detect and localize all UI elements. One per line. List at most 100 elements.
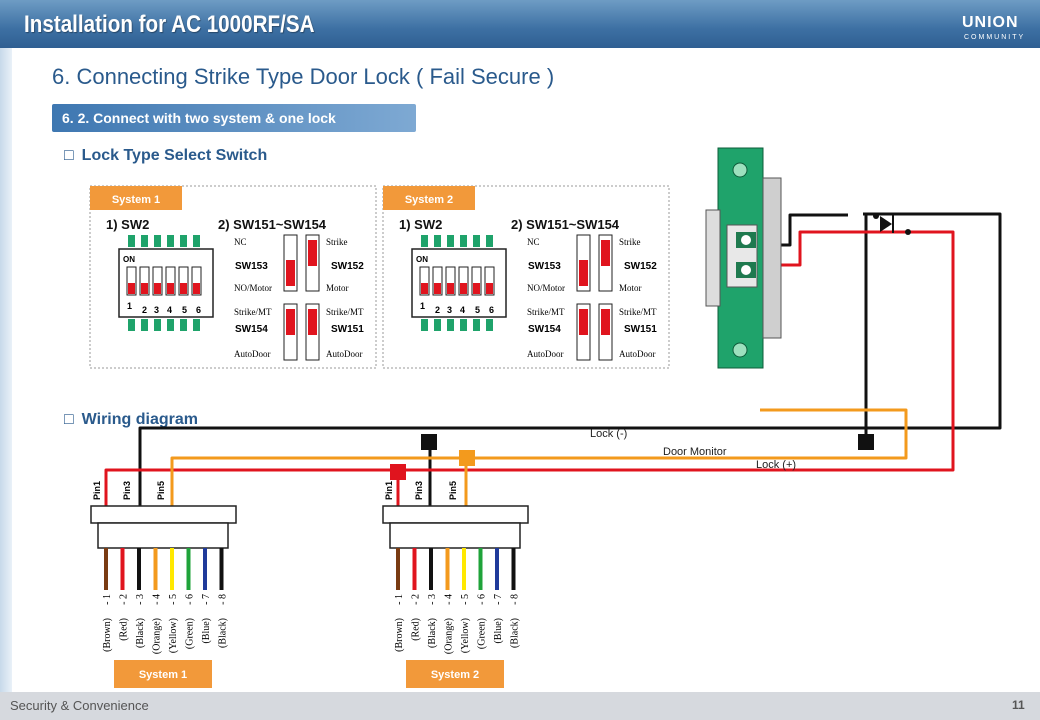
wire-color-name: (Black) bbox=[427, 618, 438, 648]
screw-icon bbox=[732, 342, 748, 358]
label-strike: Strike bbox=[619, 237, 641, 247]
footer: Security & Convenience 11 bbox=[0, 692, 1040, 720]
dip-slot bbox=[178, 266, 189, 296]
wire-color-name: (Yellow) bbox=[168, 618, 179, 653]
connector-body bbox=[97, 522, 229, 549]
sw151-title: 2) SW151~SW154 bbox=[218, 217, 327, 232]
label-strike-mt: Strike/MT bbox=[234, 307, 272, 317]
header-banner: Installation for AC 1000RF/SA UNION COMM… bbox=[0, 0, 1040, 48]
dip-number: 4 bbox=[167, 305, 172, 315]
dip-number: 2 bbox=[435, 305, 440, 315]
wire-number: - 1 bbox=[394, 594, 405, 605]
junction-square-black bbox=[421, 434, 437, 450]
slide-knob-sw154 bbox=[579, 309, 588, 335]
slide-knob-sw152 bbox=[308, 240, 317, 266]
wire-color-name: (Blue) bbox=[201, 618, 212, 644]
wire-color-name: (Orange) bbox=[444, 618, 455, 654]
label-strike-mt: Strike/MT bbox=[527, 307, 565, 317]
screw-icon bbox=[732, 162, 748, 178]
dip-slot bbox=[139, 266, 150, 296]
dip-pin-top bbox=[421, 235, 428, 247]
strike-body bbox=[762, 177, 782, 339]
dip-slot bbox=[484, 266, 495, 296]
dip-slot bbox=[126, 266, 137, 296]
dip-slot bbox=[152, 266, 163, 296]
dip-pin-top bbox=[193, 235, 200, 247]
door-monitor-wire bbox=[170, 408, 908, 548]
label-autodoor-right: AutoDoor bbox=[326, 349, 363, 359]
wire-number: - 3 bbox=[135, 594, 146, 605]
wire-color-name: (Blue) bbox=[493, 618, 504, 644]
wire-number: - 4 bbox=[152, 594, 163, 605]
junction-square-black bbox=[858, 434, 874, 450]
label-lock-plus: Lock (+) bbox=[756, 459, 796, 471]
system-tag bbox=[383, 186, 475, 210]
wire-color-name: (Green) bbox=[185, 618, 196, 649]
connector-system-label: System 2 bbox=[431, 669, 479, 681]
wire-color-name: (Yellow) bbox=[460, 618, 471, 653]
label-lock-minus: Lock (-) bbox=[590, 428, 627, 440]
header-title: Installation for AC 1000RF/SA bbox=[24, 11, 315, 38]
junction-dot bbox=[905, 229, 911, 235]
dip-lever bbox=[141, 283, 148, 294]
dip-number: 3 bbox=[447, 305, 452, 315]
dip-pin-bottom bbox=[447, 319, 454, 331]
brand-logo-sub: COMMUNITY bbox=[964, 34, 1026, 41]
dip-lever bbox=[460, 283, 467, 294]
slide-knob-sw154 bbox=[286, 309, 295, 335]
dip-pin-top bbox=[154, 235, 161, 247]
system-tag bbox=[90, 186, 182, 210]
label-sw152: SW152 bbox=[624, 261, 657, 272]
page-number: 11 bbox=[1012, 698, 1025, 712]
dip-number: 4 bbox=[460, 305, 465, 315]
pin1-label: Pin1 bbox=[92, 481, 102, 500]
panel-border bbox=[89, 185, 377, 369]
label-motor: Motor bbox=[619, 283, 642, 293]
connector-system-tag bbox=[406, 660, 504, 688]
dip-pin-top bbox=[486, 235, 493, 247]
wire-number: - 1 bbox=[102, 594, 113, 605]
dip-slot bbox=[445, 266, 456, 296]
label-sw154: SW154 bbox=[235, 324, 268, 335]
dip-number: 6 bbox=[196, 305, 201, 315]
connector-system-label: System 1 bbox=[139, 669, 187, 681]
wire-number: - 5 bbox=[460, 594, 471, 605]
slide-knob-sw151 bbox=[601, 309, 610, 335]
dip-slot bbox=[458, 266, 469, 296]
dip-lever bbox=[434, 283, 441, 294]
dip-lever bbox=[128, 283, 135, 294]
section-lock-switch: □ Lock Type Select Switch bbox=[64, 147, 268, 164]
pin5-label: Pin5 bbox=[156, 481, 166, 500]
system-tag-label: System 2 bbox=[405, 194, 453, 206]
left-accent-bar bbox=[0, 48, 12, 694]
label-sw151: SW151 bbox=[624, 324, 657, 335]
pin5-label: Pin5 bbox=[448, 481, 458, 500]
dip-lever bbox=[193, 283, 200, 294]
wire-number: - 8 bbox=[510, 594, 521, 605]
junction-square-red bbox=[390, 464, 406, 480]
wire-number: - 6 bbox=[185, 594, 196, 605]
label-strike: Strike bbox=[326, 237, 348, 247]
wire-number: - 8 bbox=[218, 594, 229, 605]
wire-number: - 3 bbox=[427, 594, 438, 605]
dip-slot bbox=[419, 266, 430, 296]
dip-pin-top bbox=[141, 235, 148, 247]
label-motor: Motor bbox=[326, 283, 349, 293]
dip-lever bbox=[473, 283, 480, 294]
dip-lever bbox=[421, 283, 428, 294]
page-title: 6. Connecting Strike Type Door Lock ( Fa… bbox=[52, 64, 555, 89]
label-door-monitor: Door Monitor bbox=[663, 446, 727, 458]
slide-knob-sw151 bbox=[308, 309, 317, 335]
label-nc: NC bbox=[234, 237, 247, 247]
brand-logo: UNION bbox=[962, 14, 1019, 31]
square-bullet-icon: □ bbox=[64, 147, 74, 164]
wire-color-name: (Brown) bbox=[102, 618, 113, 652]
dip-on-label: ON bbox=[123, 255, 135, 264]
slide-knob-sw153 bbox=[579, 260, 588, 286]
dip-slot bbox=[165, 266, 176, 296]
dip-pin-bottom bbox=[167, 319, 174, 331]
dip-number: 3 bbox=[154, 305, 159, 315]
